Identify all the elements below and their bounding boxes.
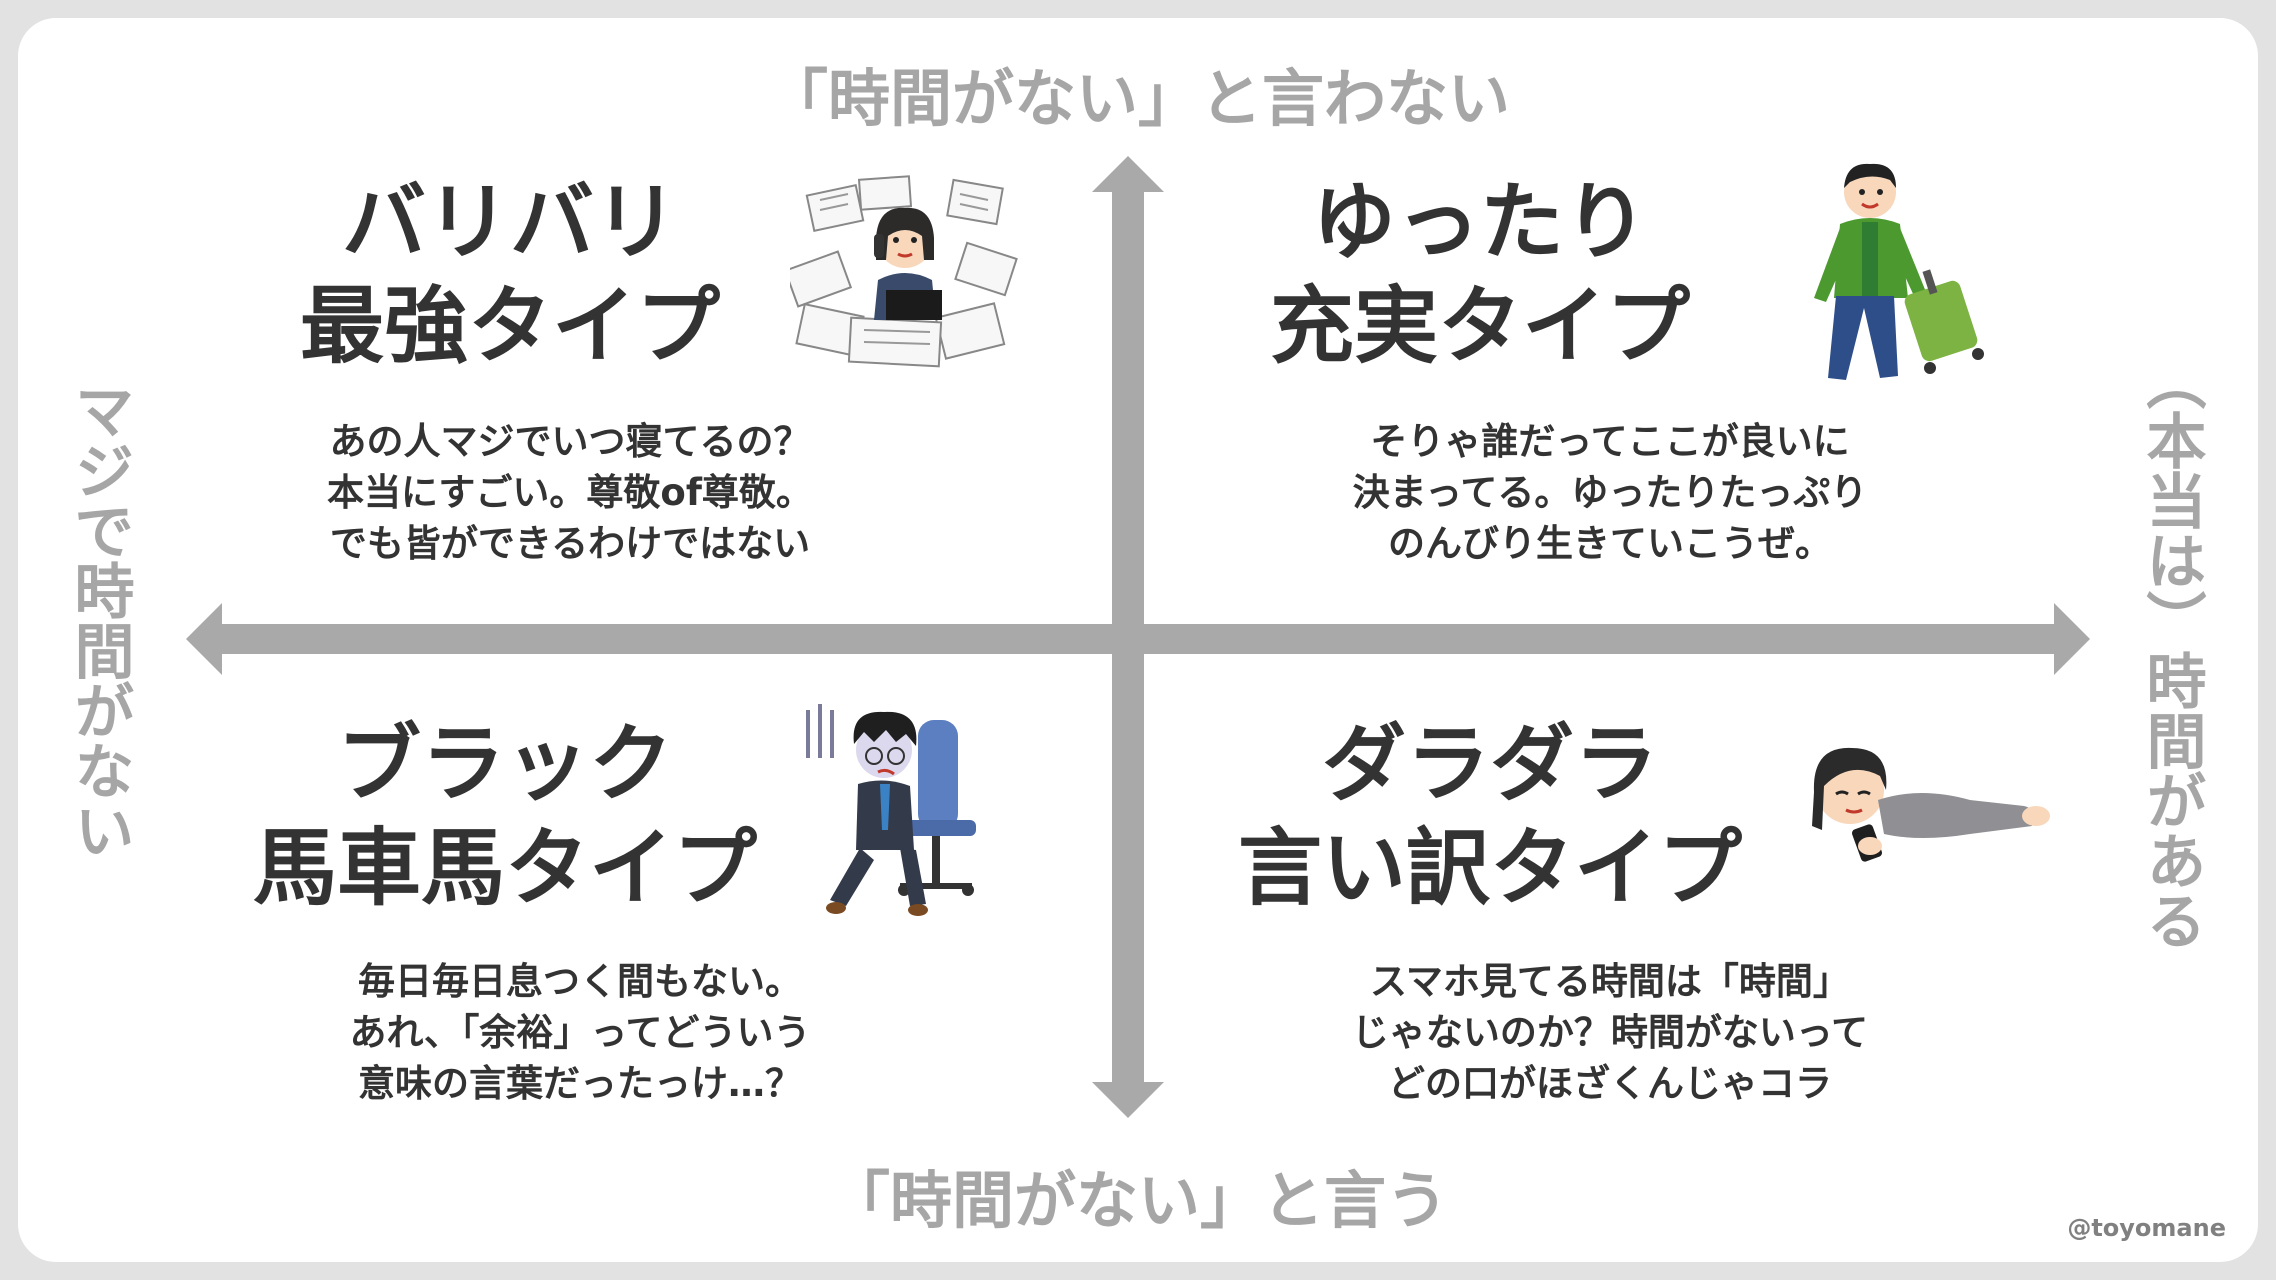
desc-line: 毎日毎日息つく間もない。: [358, 960, 802, 1003]
axis-arrow-down: [1092, 1082, 1164, 1118]
desc-line: どの口がほざくんじゃコラ: [1388, 1062, 1832, 1105]
axis-arrow-up: [1092, 156, 1164, 192]
axis-label-top: 「時間がない」と言わない: [765, 62, 1510, 135]
lazy-person-with-phone-icon: [1812, 747, 2050, 862]
desc-line: でも皆ができるわけではない: [329, 522, 811, 565]
quadrant-title-bottom-left: ブラック 馬車馬タイプ: [225, 712, 785, 920]
axis-label-right: （本当は）時間がある: [2136, 350, 2206, 950]
desc-line: じゃないのか？時間がないって: [1351, 1011, 1869, 1054]
desc-line: のんびり生きていこうぜ。: [1388, 522, 1832, 565]
author-credit: @toyomane: [2067, 1214, 2226, 1242]
desc-line: あれ、「余裕」ってどういう: [349, 1011, 811, 1054]
quadrant-desc-top-right: そりゃ誰だってここが良いに 決まってる。ゆったりたっぷり のんびり生きていこうぜ…: [1290, 416, 1930, 569]
quadrant-title-bottom-right: ダラダラ 言い訳タイプ: [1210, 712, 1770, 920]
desc-line: 決まってる。ゆったりたっぷり: [1352, 471, 1868, 514]
title-line: バリバリ: [341, 173, 678, 271]
horizontal-axis: [212, 624, 2062, 654]
quadrant-title-top-left: バリバリ 最強タイプ: [270, 170, 750, 378]
quadrant-desc-bottom-left: 毎日毎日息つく間もない。 あれ、「余裕」ってどういう 意味の言葉だったっけ…？: [270, 956, 890, 1109]
desc-line: そりゃ誰だってここが良いに: [1370, 420, 1850, 463]
axis-label-left: マジで時間がない: [64, 380, 134, 860]
desc-line: 本当にすごい。尊敬of尊敬。: [327, 471, 813, 514]
title-line: 馬車馬タイプ: [252, 819, 757, 917]
title-line: 充実タイプ: [1269, 277, 1690, 375]
axis-label-bottom: 「時間がない」と言う: [827, 1164, 1448, 1237]
desc-line: 意味の言葉だったっけ…？: [358, 1062, 802, 1105]
title-line: ダラダラ: [1321, 715, 1658, 813]
title-line: 最強タイプ: [299, 277, 720, 375]
quadrant-desc-bottom-right: スマホ見てる時間は「時間」 じゃないのか？時間がないって どの口がほざくんじゃコ…: [1290, 956, 1930, 1109]
title-line: ブラック: [336, 715, 673, 813]
quadrant-title-top-right: ゆったり 充実タイプ: [1240, 170, 1720, 378]
title-line: ゆったり: [1311, 173, 1648, 271]
desc-line: あの人マジでいつ寝てるの？: [329, 420, 811, 463]
axis-arrow-right: [2054, 603, 2090, 675]
busy-office-worker-icon: [790, 175, 1018, 368]
title-line: 言い訳タイプ: [1237, 819, 1742, 917]
exhausted-worker-icon: [806, 704, 976, 916]
axis-arrow-left: [186, 603, 222, 675]
desc-line: スマホ見てる時間は「時間」: [1370, 960, 1850, 1003]
quadrant-desc-top-left: あの人マジでいつ寝てるの？ 本当にすごい。尊敬of尊敬。 でも皆ができるわけでは…: [260, 416, 880, 569]
traveler-with-suitcase-icon: [1814, 163, 1984, 380]
